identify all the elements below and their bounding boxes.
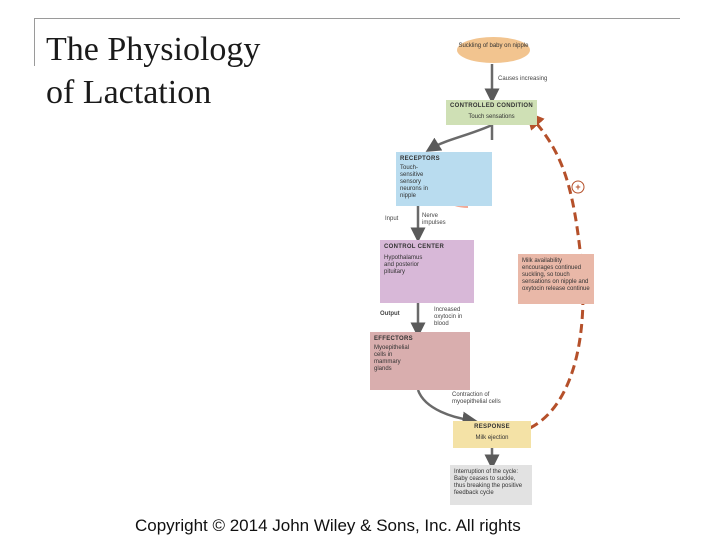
slide-left-rule: [34, 18, 35, 66]
control-center-header: CONTROL CENTER: [384, 244, 445, 250]
controlled-condition-box: CONTROLLED CONDITION Touch sensations: [446, 100, 537, 125]
causes-label: Causes increasing: [498, 76, 548, 82]
effectors-text: Myoepithelial cells in mammary glands: [374, 345, 410, 372]
output-label: Output: [380, 311, 400, 317]
response-text: Milk ejection: [475, 435, 509, 441]
control-center-box: CONTROL CENTER Hypothalamus and posterio…: [380, 240, 474, 303]
receptors-box: RECEPTORS Touch-sensitive sensory neuron…: [396, 152, 492, 206]
slide-top-rule: [34, 18, 680, 19]
plus-circle-icon: [571, 180, 585, 194]
arrow-effectors-to-response: [416, 389, 478, 427]
output-text: Increased oxytocin in blood: [434, 307, 463, 327]
copyright-notice: Copyright © 2014 John Wiley & Sons, Inc.…: [135, 516, 521, 535]
positive-feedback-loop: [526, 111, 585, 430]
controlled-condition-text: Touch sensations: [468, 114, 515, 120]
receptors-header: RECEPTORS: [400, 156, 440, 162]
plus-sign: +: [575, 182, 580, 192]
response-box: RESPONSE Milk ejection: [453, 421, 531, 448]
control-center-text: Hypothalamus and posterior pituitary: [384, 255, 423, 275]
receptors-text: Touch-sensitive sensory neurons in nippl…: [400, 165, 429, 199]
effectors-header: EFFECTORS: [374, 336, 413, 342]
effectors-box: EFFECTORS Myoepithelial cells in mammary…: [370, 332, 470, 390]
arrow-condition-to-receptors: [425, 123, 493, 152]
contraction-text: Contraction of myoepithelial cells: [452, 392, 501, 405]
input-text: Nerve impulses: [422, 213, 446, 226]
feedback-note-box: Milk availability encourages continued s…: [518, 254, 594, 304]
controlled-condition-header: CONTROLLED CONDITION: [450, 103, 533, 109]
title-line-2: of Lactation: [46, 74, 212, 111]
response-header: RESPONSE: [474, 424, 510, 430]
slide-title: The Physiology of Lactation: [46, 28, 260, 114]
interruption-box: Interruption of the cycle: Baby ceases t…: [450, 465, 532, 505]
input-label: Input: [385, 216, 399, 222]
stimulus-oval: Suckling of baby on nipple: [457, 37, 530, 63]
title-line-1: The Physiology: [46, 31, 261, 68]
